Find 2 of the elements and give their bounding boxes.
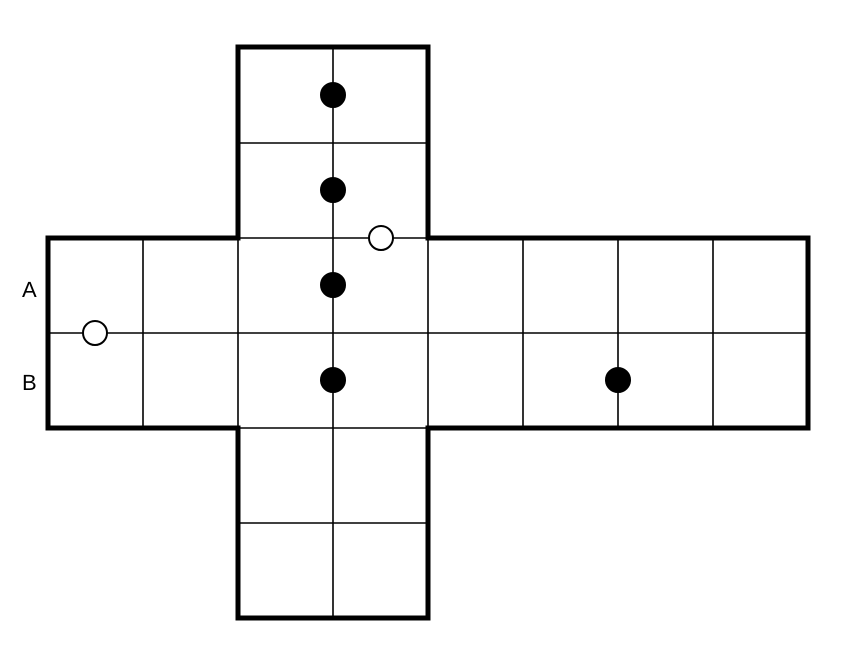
row-label: A	[22, 279, 37, 301]
row-label: B	[22, 372, 37, 394]
